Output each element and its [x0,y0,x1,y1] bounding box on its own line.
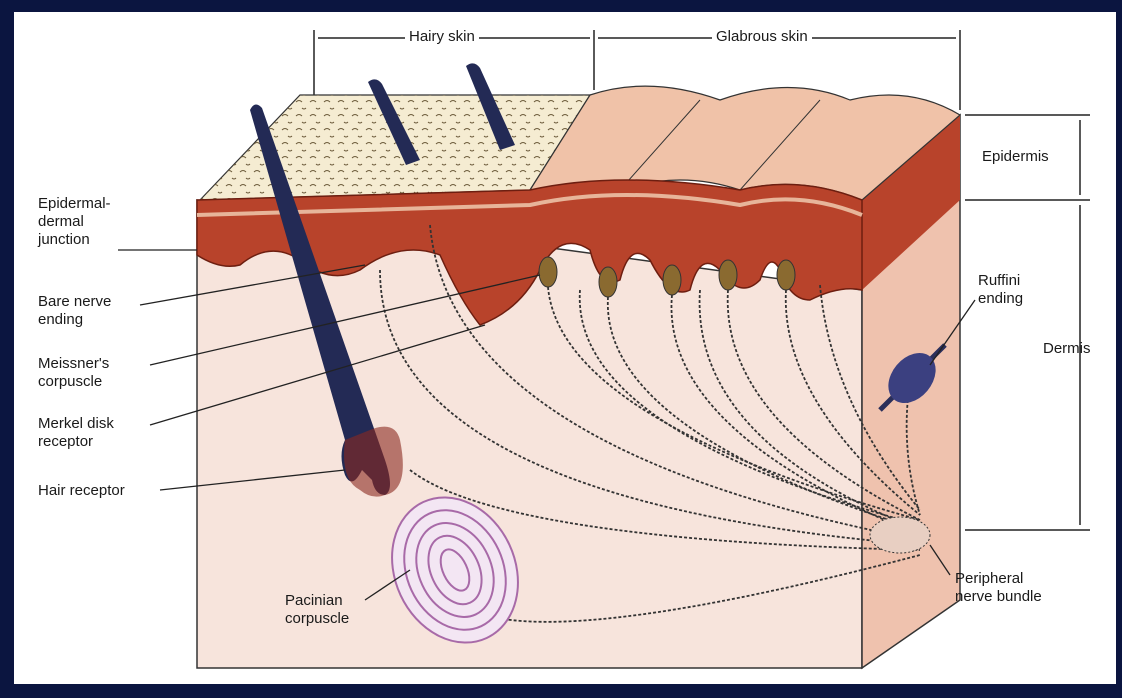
hair-receptor-label: Hair receptor [38,482,125,500]
dermis-label: Dermis [1043,340,1091,358]
bare-nerve-ending-label: Bare nerve ending [38,293,111,329]
epidermal-dermal-junction-label: Epidermal- dermal junction [38,195,111,249]
peripheral-nerve-bundle-label: Peripheral nerve bundle [955,570,1042,606]
nerve-bundle [870,517,930,553]
hairy-skin-label: Hairy skin [405,28,479,45]
ruffini-ending-label: Ruffini ending [978,272,1023,308]
epidermis-label: Epidermis [982,148,1049,166]
meissners-corpuscle-label: Meissner's corpuscle [38,355,109,391]
pacinian-corpuscle-label: Pacinian corpuscle [285,592,349,628]
glabrous-skin-label: Glabrous skin [712,28,812,45]
merkel-disk-receptor-label: Merkel disk receptor [38,415,114,451]
